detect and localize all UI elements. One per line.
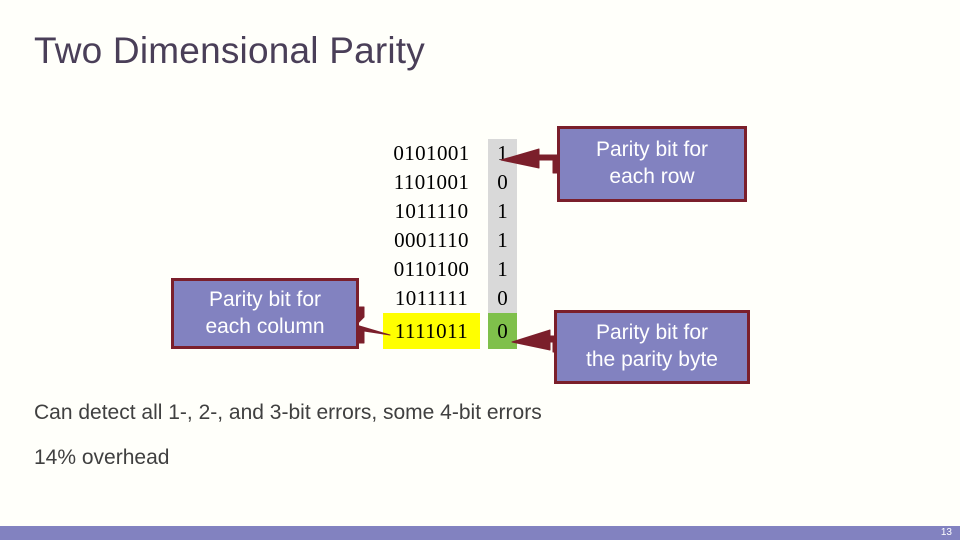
table-row-parity-byte: 1111011 0	[383, 313, 517, 349]
callout-row-line2: each row	[609, 165, 695, 188]
table-row: 1011111 0	[383, 284, 517, 313]
callout-column-line2: each column	[205, 314, 325, 338]
page-title: Two Dimensional Parity	[34, 30, 425, 71]
body-text-line-2: 14% overhead	[34, 446, 170, 469]
callout-byte-line1: Parity bit for	[595, 321, 709, 345]
data-byte-cell: 0101001	[393, 141, 470, 165]
table-row: 1011110 1	[383, 197, 517, 226]
table-row: 0001110 1	[383, 226, 517, 255]
row-parity-cell: 1	[488, 197, 517, 226]
callout-parity-bit-each-row[interactable]: Parity bit for each row	[557, 126, 747, 202]
data-byte-cell: 1011111	[394, 286, 469, 310]
data-byte-cell: 1101001	[393, 170, 470, 194]
row-parity-cell: 1	[488, 226, 517, 255]
callout-parity-bit-each-column[interactable]: Parity bit for each column	[171, 278, 359, 349]
data-byte-cell: 0001110	[394, 228, 469, 252]
row-parity-cell: 1	[488, 139, 517, 168]
footer-bar: 13	[0, 526, 960, 540]
table-row: 0101001 1	[383, 139, 517, 168]
body-text-line-1: Can detect all 1-, 2-, and 3-bit errors,…	[34, 401, 542, 424]
data-byte-cell: 1011110	[394, 199, 469, 223]
parity-of-parity-cell: 0	[488, 313, 517, 349]
callout-column-line1: Parity bit for	[208, 287, 322, 311]
data-byte-cell: 0110100	[393, 257, 470, 281]
table-row: 0110100 1	[383, 255, 517, 284]
page-number: 13	[940, 527, 952, 538]
row-parity-cell: 0	[488, 168, 517, 197]
callout-row-line1: Parity bit for	[595, 138, 709, 162]
column-parity-byte-cell: 1111011	[383, 313, 480, 349]
table-row: 1101001 0	[383, 168, 517, 197]
row-parity-cell: 1	[488, 255, 517, 284]
callout-byte-line2: the parity byte	[586, 348, 718, 371]
row-parity-cell: 0	[488, 284, 517, 313]
parity-matrix: 0101001 1 1101001 0 1011110 1 0001110 1 …	[383, 139, 517, 349]
callout-parity-bit-parity-byte[interactable]: Parity bit for the parity byte	[554, 310, 750, 384]
